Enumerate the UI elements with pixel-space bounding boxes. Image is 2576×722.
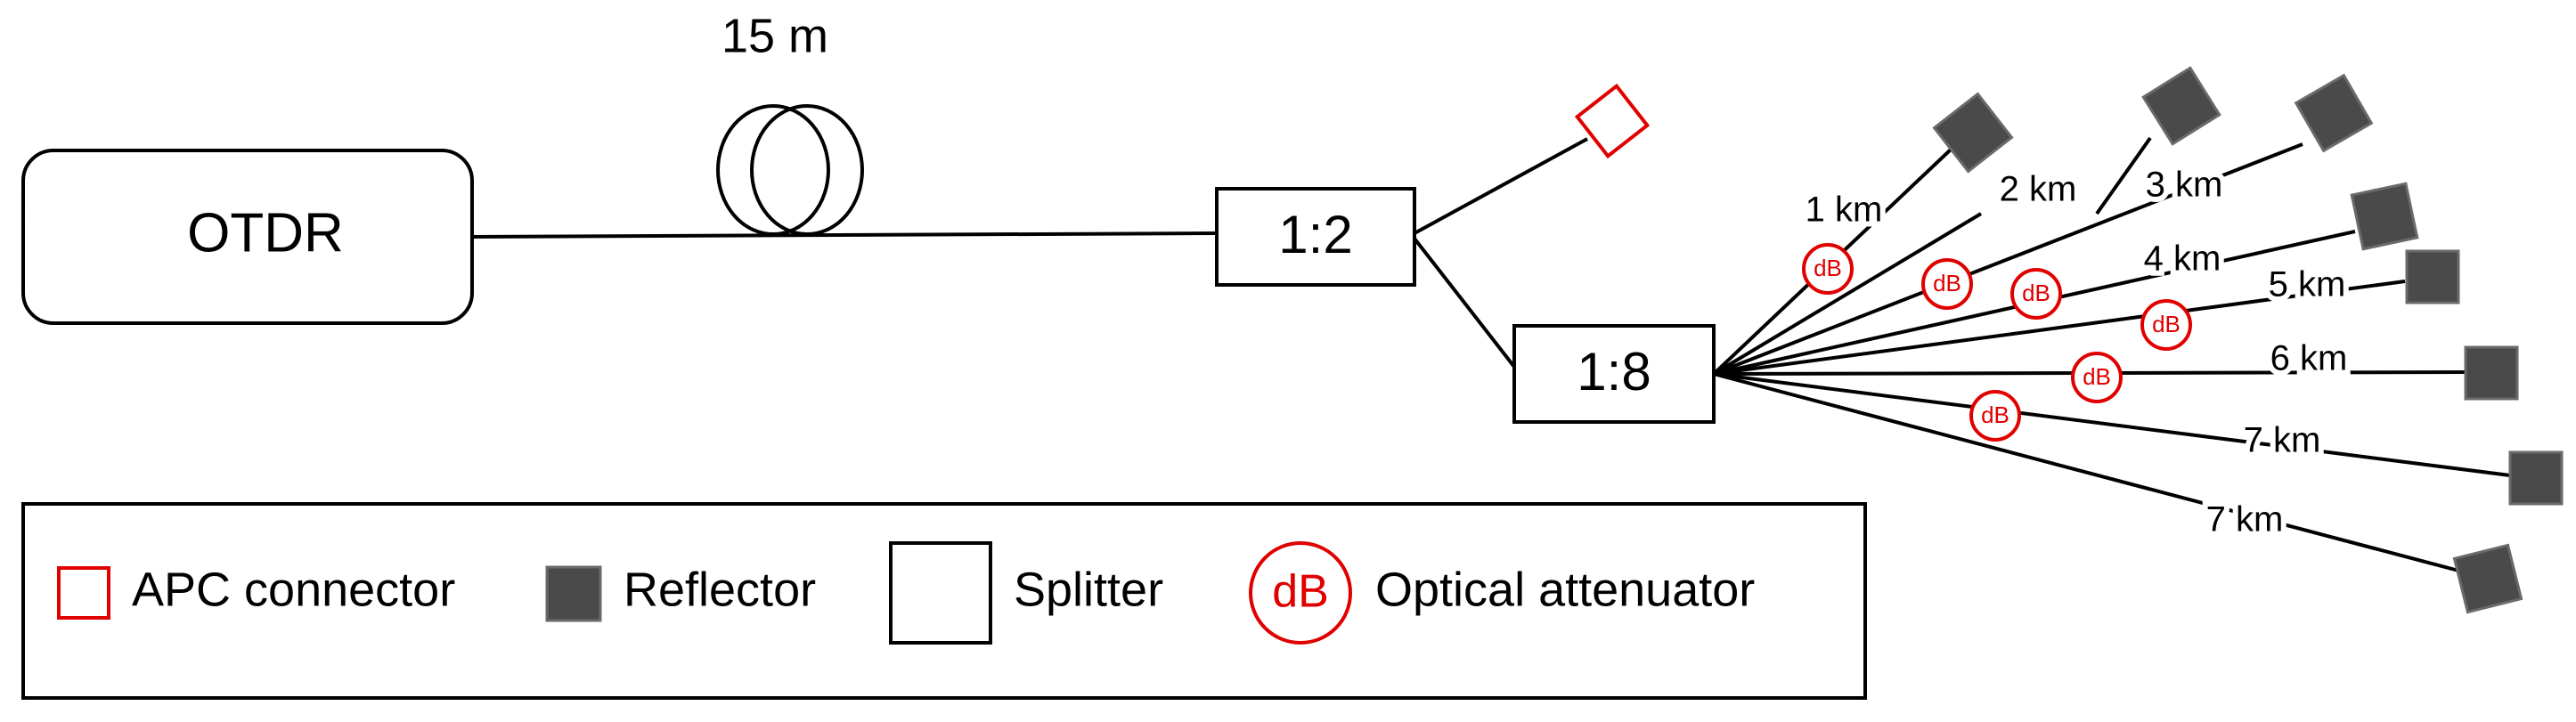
branch-6-distance-label: 6 km: [2270, 339, 2348, 378]
otdr-label: OTDR: [187, 202, 344, 264]
branch-7b-distance-label: 7 km: [2206, 500, 2284, 539]
legend-reflector-label: Reflector: [624, 563, 816, 616]
legend-attenuator-icon: dB: [1249, 541, 1352, 645]
legend-apc-connector-icon: [57, 566, 110, 620]
legend-splitter-icon: [889, 541, 992, 645]
reflector-icon: [2508, 450, 2564, 506]
branch-2: [1712, 136, 2152, 376]
splitter-1-8-box: [1512, 324, 1716, 424]
distance-labels: 1 km 2 km 3 km 4 km 5 km 6 km 7 km 7 km: [1800, 160, 2353, 545]
splitter-1-8: 1:8: [1512, 324, 1716, 424]
reflector-icon: [2452, 543, 2523, 614]
branch-3-fiber: [1713, 142, 2303, 376]
attenuator-icon: dB: [1802, 243, 1854, 295]
reflector-icon: [1932, 92, 2014, 174]
legend-attenuator-label: Optical attenuator: [1375, 563, 1755, 616]
attenuator-icon: dB: [2140, 299, 2192, 351]
branch-5-fiber: [1713, 280, 2406, 376]
branch-2-distance-label: 2 km: [2000, 170, 2077, 209]
fiber-splitter-to-apc: [1414, 137, 1588, 235]
branch-5-distance-label: 5 km: [2269, 265, 2346, 304]
fiber-spool-length-label: 15 m: [721, 9, 828, 62]
reflector-icon: [2350, 182, 2419, 251]
fiber-spool: 15 m: [716, 9, 864, 236]
legend: APC connector Reflector Splitter dB Opti…: [21, 502, 1867, 700]
reflectors: [1932, 66, 2564, 614]
attenuator-icon: dB: [2010, 268, 2062, 320]
fiber-splitter-to-1-8: [1413, 237, 1516, 369]
legend-splitter-label: Splitter: [1014, 563, 1163, 616]
attenuator-symbol: dB: [2022, 280, 2050, 306]
reflector-icon: [2405, 249, 2460, 304]
branch-1-distance-label: 1 km: [1806, 191, 1883, 230]
reflector-icon: [2464, 345, 2519, 401]
attenuator-symbol: dB: [1814, 255, 1842, 281]
fiber-spool-loop-left: [716, 104, 830, 236]
splitter-1-2-label: 1:2: [1278, 205, 1352, 264]
attenuator-symbol: dB: [2083, 363, 2111, 390]
attenuator-symbol: dB: [1981, 402, 2009, 428]
attenuator-symbol: dB: [2152, 311, 2181, 337]
attenuator-icon: dB: [1921, 258, 1973, 310]
legend-apc-connector-label: APC connector: [132, 563, 455, 616]
otdr-unit: OTDR: [21, 149, 474, 325]
fiber-otdr-to-splitter: [471, 231, 1218, 239]
legend-reflector-icon: [545, 565, 602, 622]
apc-connector-icon: [1574, 83, 1651, 159]
attenuator-icon: dB: [2071, 352, 2123, 403]
splitter-1-2: 1:2: [1215, 187, 1416, 287]
branch-2-fiber-a: [1712, 212, 1983, 376]
fiber-spool-loop-right: [750, 104, 864, 236]
splitter-1-2-box: [1215, 187, 1416, 287]
branch-2-fiber-b: [2095, 136, 2152, 215]
reflector-icon: [2141, 66, 2221, 146]
branch-7a-distance-label: 7 km: [2244, 421, 2321, 460]
attenuator-symbol: dB: [1933, 270, 1961, 296]
branch-7b-fiber: [1713, 372, 2463, 573]
attenuators: dB dB dB dB dB dB: [1802, 243, 2192, 442]
branch-7a-fiber: [1713, 372, 2511, 477]
legend-attenuator-symbol: dB: [1272, 566, 1329, 618]
reflector-icon: [2294, 73, 2374, 153]
splitter-1-8-label: 1:8: [1577, 342, 1651, 402]
attenuator-icon: dB: [1969, 390, 2021, 442]
branch-3-distance-label: 3 km: [2146, 166, 2223, 205]
branch-4-distance-label: 4 km: [2144, 239, 2221, 279]
